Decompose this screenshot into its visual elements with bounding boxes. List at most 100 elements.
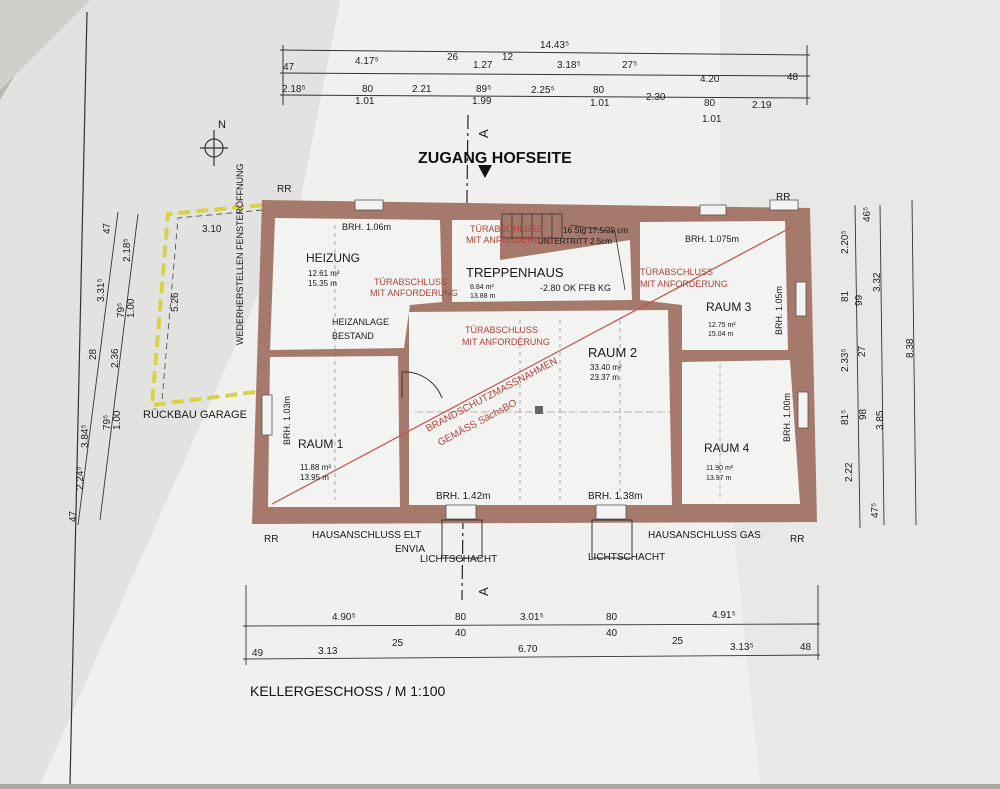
dim-top-row2-sub: 1.01 1.99 1.01 1.01 [355,96,722,125]
fire-door-raum3-1: TÜRABSCHLUSS [640,267,713,277]
dimension-bottom [242,585,821,665]
dim-left-col2-2: 2.36 [110,348,121,368]
fire-door-heizung-2: MIT ANFORDERUNG [370,288,458,298]
dim-top-row2-2: 2.21 [412,84,432,95]
dim-right-col2-1: 27 [857,345,868,357]
paper-corner [0,0,90,90]
dim-bottom-row2-3: 6.70 [518,644,538,655]
building-walls [252,200,817,524]
dim-top-row1-7: 4.20 [700,74,720,85]
room-raum1-floor [268,356,400,507]
room-heizung-brh: BRH. 1.06m [342,222,391,232]
door-swing-raum1 [401,371,443,399]
section-mark-bottom: A [476,587,491,596]
dim-bottom-row2-1: 3.13 [318,646,338,657]
rr-bottom-left: RR [264,534,278,545]
dim-top-row1-3: 1.27 [473,60,493,71]
dim-bottom-row2-6: 48 [800,642,812,653]
dim-top-row2-sub-2: 1.01 [590,98,610,109]
room-raum3-perimeter: 15.04 m [708,331,733,338]
plan-title: KELLERGESCHOSS / M 1:100 [250,683,446,699]
room-raum3-floor [640,221,788,350]
border-line-left [69,11,88,785]
dim-right-col1: 46⁵ 2.20⁵ 81 2.33⁵ 81⁵ 2.22 47⁵ [840,207,881,518]
dim-bottom-row2-2: 25 [392,638,404,649]
dim-garage-0: 3.10 [202,224,222,235]
dim-top-row2-sub-3: 1.01 [702,114,722,125]
dim-left-col2-0: 2.18⁵ [122,238,133,262]
dim-left-col1-5: 47 [68,510,79,522]
dim-left-col2-1: 79⁵ [116,303,127,318]
room-raum2-perimeter: 23.37 m [590,373,619,382]
dim-top-row2-sub-1: 1.99 [472,96,492,107]
room-heizung-area: 12.61 m² [308,269,340,278]
north-label: N [218,119,226,131]
room-raum4-brh: BRH. 1.00m [782,393,792,442]
window-note: WEDERHERSTELLEN FENSTERÖFFNUNG [235,163,245,345]
heater-existing-2: BESTAND [332,331,374,341]
windows [261,199,809,520]
dim-left-col2-sub-0: 1.00 [126,298,137,318]
dim-top-row2-6: 2.30 [646,92,666,103]
dim-top-total: 14.43⁵ [540,40,569,51]
dim-right-col1-5: 2.22 [844,462,855,482]
dim-top-row2-5: 80 [593,85,605,96]
rr-bottom-right: RR [790,534,804,545]
dim-right-col2: 99 27 98 [854,294,869,420]
dim-top-row2-7: 80 [704,98,716,109]
utility-elec: HAUSANSCHLUSS ELT [312,530,421,541]
paper-left-panel [0,0,340,784]
paper-right-fold [720,0,1000,784]
room-raum1-perimeter: 13.95 m [300,473,329,482]
dim-top-row2-0: 2.18⁵ [282,84,306,95]
dim-garage-1: 5.26 [170,292,181,312]
rr-top-right: RR [776,192,790,203]
dim-top-row2-8: 2.19 [752,100,772,111]
utility-gas: HAUSANSCHLUSS GAS [648,530,761,541]
dim-top-row1-8: 48 [787,72,799,83]
room-raum3-name: RAUM 3 [706,300,752,314]
dim-top-row1-4: 12 [502,52,514,63]
fire-door-raum3-2: MIT ANFORDERUNG [640,279,728,289]
dim-right-col3-0: 3.32 [872,272,883,292]
room-raum1-area: 11.88 m² [300,463,331,472]
room-raum2-name: RAUM 2 [588,345,637,360]
dimension-left [77,211,139,526]
dim-top-row1-5: 3.18⁵ [557,60,581,71]
dim-right-col1-2: 81 [840,290,851,302]
room-heizung-perimeter: 15.35 m [308,279,337,288]
room-heizung-name: HEIZUNG [306,251,360,265]
fire-door-raum2-1: TÜRABSCHLUSS [465,325,538,335]
dim-top-row2-4: 2.25⁵ [531,85,555,96]
dim-right-col1-4: 81⁵ [840,410,851,425]
lightwell-right: LICHTSCHACHT [588,552,665,563]
dim-left-col1-0: 47 [102,222,113,234]
dim-bottom-row2-4: 25 [672,636,684,647]
dim-bottom-row1-sub-1: 40 [606,628,618,639]
dim-left-col1-2: 28 [88,348,99,360]
dim-right-col3: 3.32 3.85 [872,272,886,430]
dim-bottom-row1-0: 4.90⁵ [332,612,356,623]
section-mark-top: A [476,129,491,138]
dim-left-col2-3: 79⁵ [102,415,113,430]
dim-bottom-row1-1: 80 [455,612,467,623]
dim-left-col1: 47 3.31⁵ 28 3.84⁵ 2.24⁵ 47 [68,222,113,522]
garage-outline [149,203,263,408]
dim-bottom-row2: 49 3.13 25 6.70 25 3.13⁵ 48 [252,636,812,659]
entry-label: ZUGANG HOFSEITE [418,150,572,167]
dim-bottom-row2-5: 3.13⁵ [730,642,754,653]
room-raum3-area: 12.75 m² [708,322,736,329]
dim-top-row2: 2.18⁵ 80 2.21 89⁵ 2.25⁵ 80 2.30 80 2.19 [282,84,772,111]
room-treppenhaus-area: 8.84 m² [470,284,494,291]
dim-top-row2-sub-0: 1.01 [355,96,375,107]
room-raum4-floor [682,360,800,504]
floor-level: -2.80 OK FFB KG [540,283,611,293]
stairs-under: UNTERTRITT 2.5cm [538,237,612,246]
dim-top-row2-1: 80 [362,84,374,95]
dim-top-row1-1: 4.17⁵ [355,56,379,67]
room-raum1-name: RAUM 1 [298,437,344,451]
dim-right-col1-6: 47⁵ [870,503,881,518]
dim-bottom-row2-0: 49 [252,648,264,659]
room-raum4-name: RAUM 4 [704,441,750,455]
